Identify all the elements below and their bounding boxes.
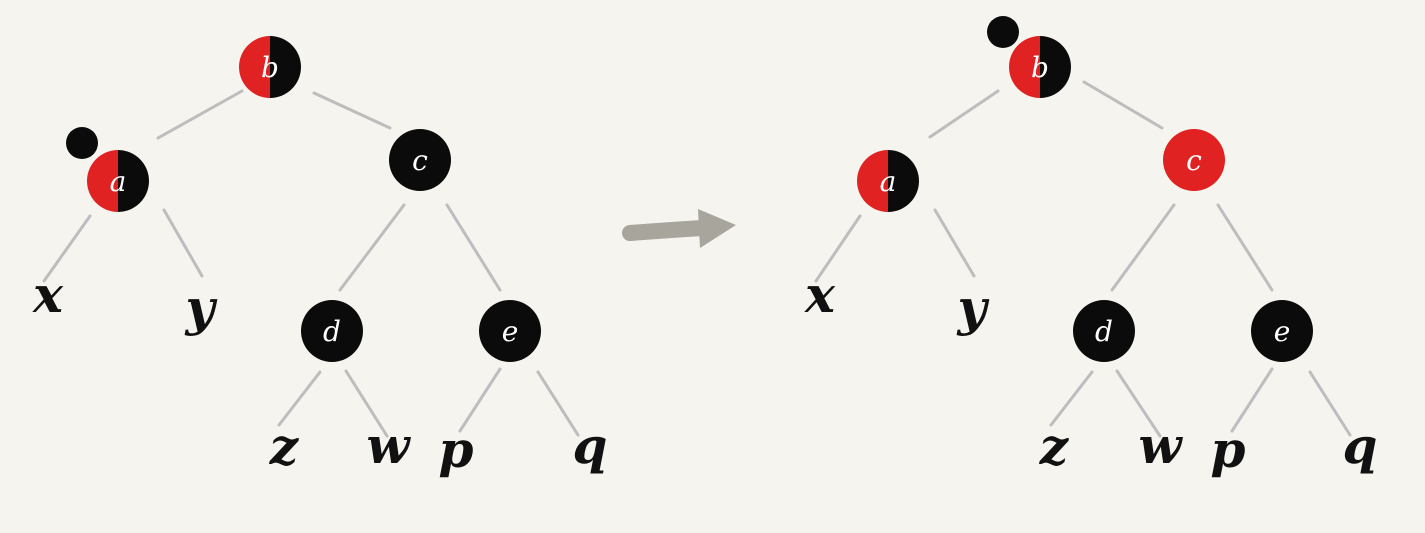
leaf-x: x xyxy=(804,265,836,324)
node-b: b xyxy=(987,16,1071,98)
edge-c-e xyxy=(445,203,502,292)
arrow-icon xyxy=(622,209,736,248)
node-label: d xyxy=(323,315,341,348)
edge-c-d xyxy=(338,203,406,292)
leaf-q: q xyxy=(573,416,608,475)
node-label: b xyxy=(261,51,279,84)
node-label: b xyxy=(1031,51,1049,84)
edge-a-y xyxy=(933,208,976,278)
leaf-y: y xyxy=(956,278,989,337)
node-a: a xyxy=(66,127,149,212)
edge-d-z xyxy=(1049,370,1094,427)
edge-e-q xyxy=(1308,370,1352,437)
node-d: d xyxy=(1073,300,1135,362)
edge-c-d xyxy=(1110,203,1176,292)
edge-a-y xyxy=(162,208,204,278)
node-e: e xyxy=(1251,300,1313,362)
edge-e-p xyxy=(1230,367,1274,433)
node-label: c xyxy=(1186,144,1202,177)
edge-a-x xyxy=(814,214,862,283)
edge-a-x xyxy=(42,214,92,283)
edge-e-p xyxy=(458,367,502,433)
edge-b-a xyxy=(928,89,1000,139)
edge-b-c xyxy=(1082,80,1164,130)
node-d: d xyxy=(301,300,363,362)
edge-d-z xyxy=(277,370,322,427)
leaf-x: x xyxy=(32,265,64,324)
edge-d-w xyxy=(1115,369,1162,438)
node-label: a xyxy=(110,165,127,198)
node-a: a xyxy=(857,150,919,212)
node-label: d xyxy=(1095,315,1113,348)
edge-d-w xyxy=(344,369,389,438)
leaf-q: q xyxy=(1343,416,1378,475)
edge-e-q xyxy=(536,370,580,437)
edge-b-c xyxy=(312,91,392,130)
extra-black-marker xyxy=(66,127,98,159)
leaf-p: p xyxy=(439,420,474,479)
node-label: e xyxy=(1274,315,1291,348)
node-e: e xyxy=(479,300,541,362)
edge-c-e xyxy=(1216,203,1274,292)
node-label: e xyxy=(502,315,519,348)
leaf-z: z xyxy=(269,417,300,476)
node-label: a xyxy=(880,165,897,198)
leaf-z: z xyxy=(1039,417,1070,476)
leaf-p: p xyxy=(1211,420,1246,479)
node-b: b xyxy=(239,36,301,98)
node-label: c xyxy=(412,144,428,177)
edge-b-a xyxy=(156,89,244,140)
node-c: c xyxy=(1163,129,1225,191)
leaf-w: w xyxy=(366,416,411,475)
leaf-w: w xyxy=(1138,416,1183,475)
leaf-y: y xyxy=(184,278,217,337)
node-c: c xyxy=(389,129,451,191)
extra-black-marker xyxy=(987,16,1019,48)
